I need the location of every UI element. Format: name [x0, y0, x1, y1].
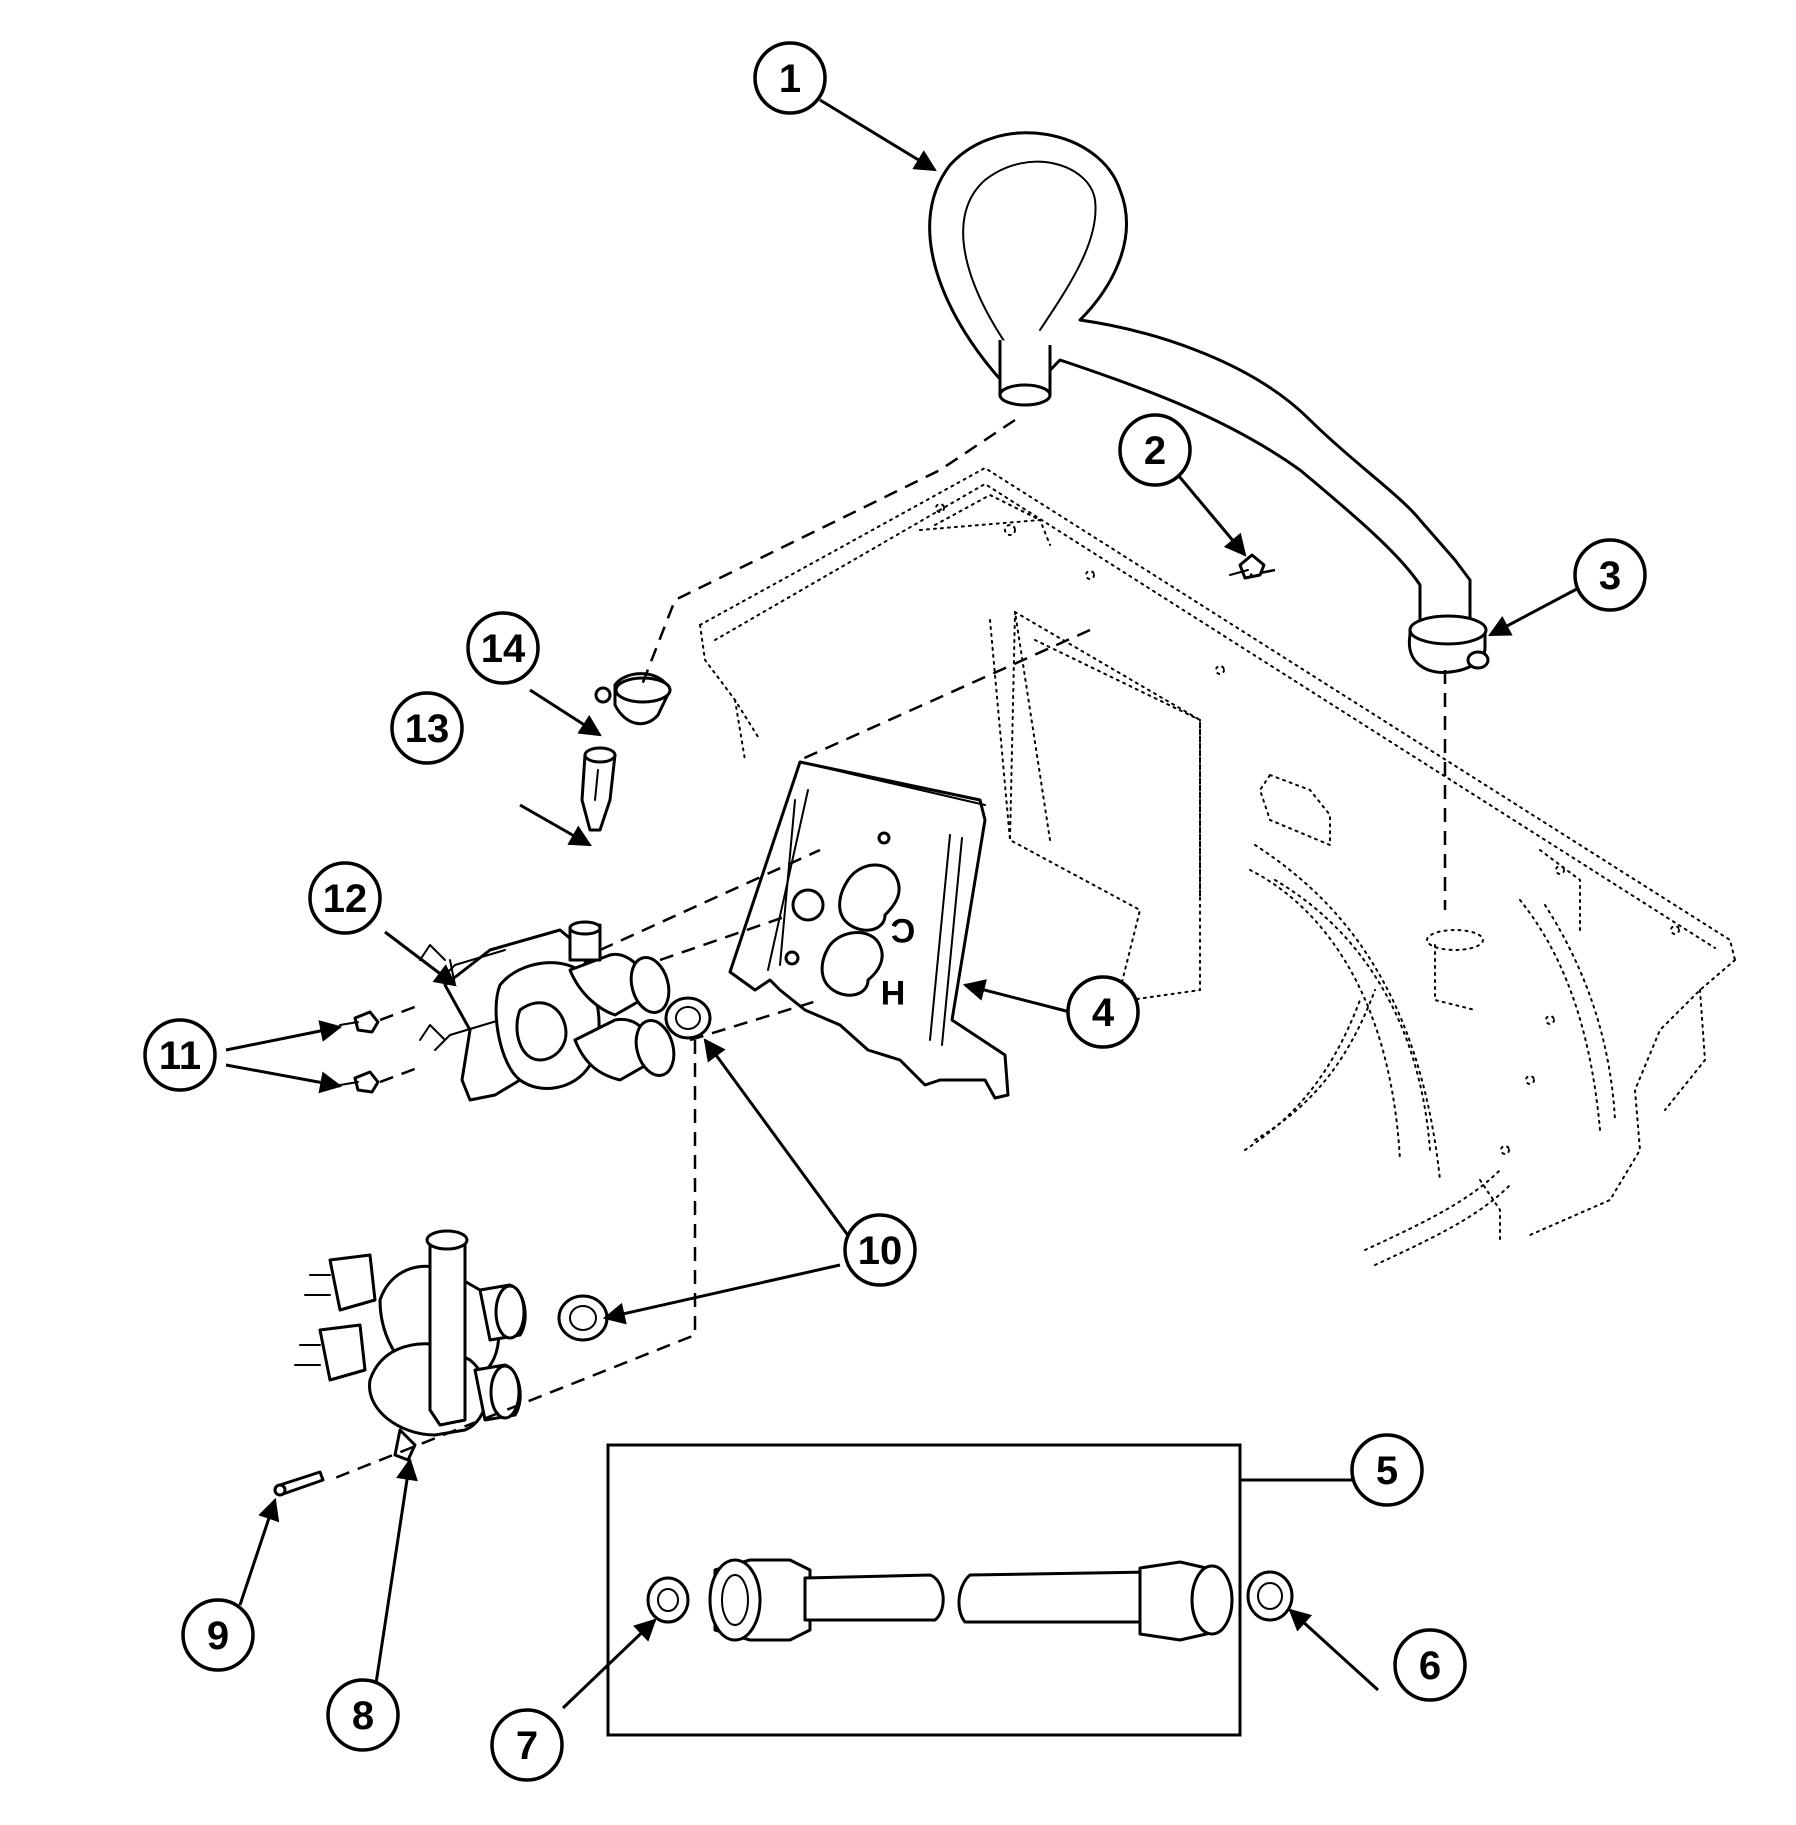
callout-8: 8 — [326, 1678, 400, 1752]
callout-3-label: 3 — [1599, 554, 1621, 598]
screws-part-11 — [339, 1010, 380, 1094]
callout-13: 13 — [390, 691, 464, 765]
callout-5: 5 — [1350, 1433, 1424, 1507]
callout-2: 2 — [1118, 413, 1192, 487]
callout-1: 1 — [753, 41, 827, 115]
callout-4-label: 4 — [1092, 991, 1115, 1035]
water-valve-assembly — [419, 920, 676, 1102]
leader-lines — [225, 98, 1591, 1710]
callout-11: 11 — [143, 1018, 217, 1092]
hose-clamp — [1407, 614, 1490, 675]
callout-2-label: 2 — [1144, 429, 1166, 473]
assembly-lines — [329, 418, 1447, 1482]
valve-mounting-bracket: C H — [728, 760, 1010, 1100]
callout-6-label: 6 — [1419, 1644, 1441, 1688]
flow-washer-13 — [580, 746, 617, 832]
callout-12-label: 12 — [323, 877, 368, 921]
fill-hose — [928, 131, 1474, 649]
callout-10: 10 — [843, 1213, 917, 1287]
callout-9-label: 9 — [207, 1614, 229, 1658]
screen-washer-6 — [1246, 1570, 1294, 1622]
callout-8-label: 8 — [352, 1694, 374, 1738]
callout-7-label: 7 — [516, 1724, 538, 1768]
screw-part-2 — [1229, 553, 1266, 580]
inlet-screen-lower — [557, 1294, 609, 1342]
callout-14-label: 14 — [481, 627, 526, 671]
callout-10-label: 10 — [858, 1229, 903, 1273]
screw-part-9 — [273, 1470, 325, 1497]
inlet-screen-upper — [664, 996, 712, 1040]
washer-7 — [646, 1576, 690, 1624]
hot-marking: H — [881, 973, 906, 1011]
callout-4: 4 — [1066, 975, 1140, 1049]
callout-13-label: 13 — [405, 707, 450, 751]
callout-9: 9 — [181, 1598, 255, 1672]
callout-14: 14 — [466, 611, 540, 685]
inlet-hose — [708, 1558, 1234, 1642]
callout-1-label: 1 — [779, 57, 801, 101]
inlet-hose-kit — [606, 1443, 1294, 1737]
callout-3: 3 — [1573, 538, 1647, 612]
callout-5-label: 5 — [1376, 1449, 1398, 1493]
water-valve-lower — [294, 1229, 527, 1462]
callout-11-label: 11 — [159, 1034, 201, 1078]
callout-6: 6 — [1393, 1628, 1467, 1702]
callout-7: 7 — [490, 1708, 564, 1782]
cabinet-outline — [699, 466, 1736, 1266]
elbow-14 — [594, 672, 672, 726]
cold-marking: C — [891, 911, 916, 949]
callout-12: 12 — [308, 861, 382, 935]
